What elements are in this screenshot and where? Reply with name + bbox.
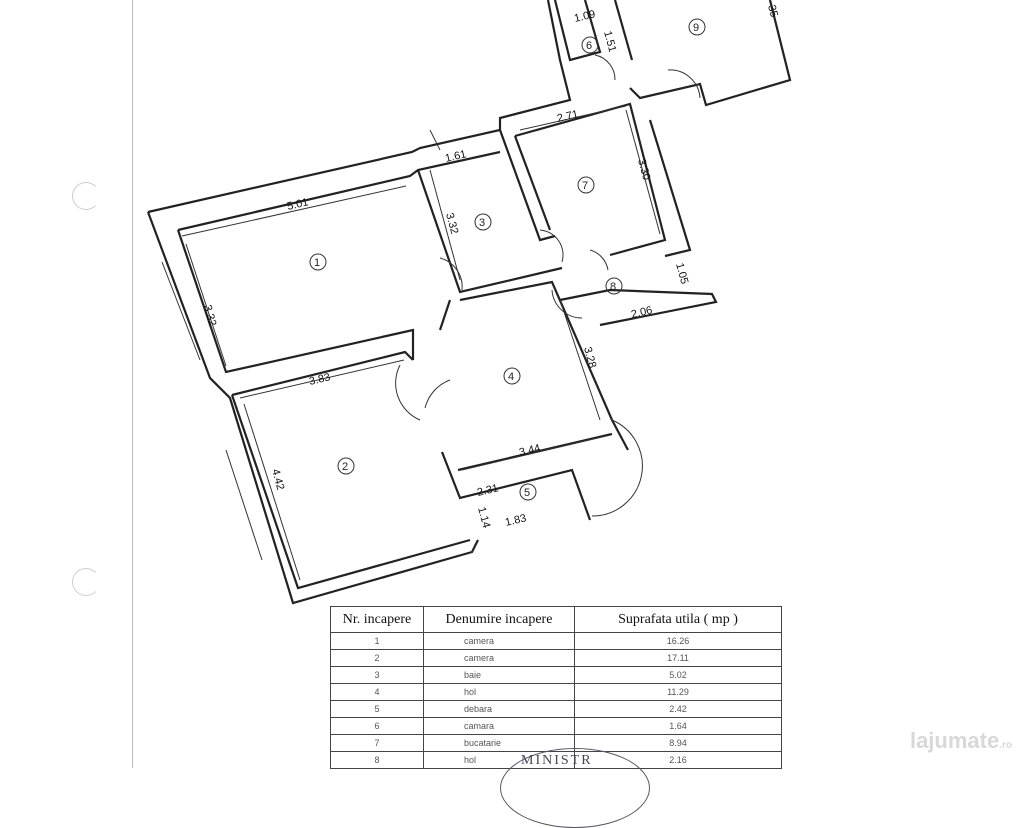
dim-r8-b: 2.06 bbox=[630, 304, 654, 321]
cell-name: camara bbox=[423, 717, 575, 735]
dim-r6-height: 1.51 bbox=[601, 30, 618, 54]
cell-area: 16.26 bbox=[574, 632, 782, 650]
dim-r5-c: 1.83 bbox=[504, 512, 528, 529]
room-area-table: Nr. incapere Denumire incapere Suprafata… bbox=[330, 606, 782, 769]
cell-name: debara bbox=[423, 700, 575, 718]
header-room-number: Nr. incapere bbox=[330, 606, 424, 633]
room-marker-8: 8 bbox=[605, 277, 623, 295]
stamp-text: MINISTR bbox=[521, 753, 593, 768]
page-edge bbox=[132, 0, 133, 768]
dimension-labels: 5.01 3.32 3.32 1.61 2.71 3.30 1.09 1.51 … bbox=[201, 4, 780, 530]
cell-number: 5 bbox=[330, 700, 424, 718]
dim-r3-width: 1.61 bbox=[444, 148, 468, 165]
dim-r8-a: 1.05 bbox=[673, 262, 690, 286]
cell-number: 2 bbox=[330, 649, 424, 667]
walls bbox=[146, 0, 792, 605]
dim-r3-height: 3.32 bbox=[443, 212, 460, 236]
room-number: 6 bbox=[586, 40, 592, 52]
room-number: 4 bbox=[508, 371, 514, 383]
dim-r5-b: 1.14 bbox=[475, 506, 492, 530]
cell-number: 6 bbox=[330, 717, 424, 735]
cell-name: baie bbox=[423, 666, 575, 684]
cell-area: 1.64 bbox=[574, 717, 782, 735]
dim-r2-width: 3.83 bbox=[308, 371, 332, 388]
cell-area: 8.94 bbox=[574, 734, 782, 752]
room-numbers: 1 2 3 4 5 6 7 8 9 bbox=[309, 18, 706, 501]
cell-area: 11.29 bbox=[574, 683, 782, 701]
dim-r5-a: 2.31 bbox=[476, 482, 500, 499]
cell-number: 7 bbox=[330, 734, 424, 752]
room-marker-9: 9 bbox=[688, 18, 706, 36]
dim-r4-height: 3.28 bbox=[581, 346, 598, 370]
header-area: Suprafata utila ( mp ) bbox=[574, 606, 782, 633]
dim-r7-width: 2.71 bbox=[556, 108, 580, 125]
room-number: 3 bbox=[479, 217, 485, 229]
room-marker-3: 3 bbox=[474, 213, 492, 231]
dim-r6-width: 1.09 bbox=[573, 8, 597, 25]
watermark-suffix: .ro bbox=[999, 740, 1012, 751]
watermark: lajumate.ro bbox=[910, 728, 1012, 754]
room-marker-2: 2 bbox=[337, 457, 355, 475]
cell-number: 3 bbox=[330, 666, 424, 684]
table-header: Nr. incapere Denumire incapere Suprafata… bbox=[330, 606, 782, 633]
dim-r2-height: 4.42 bbox=[269, 468, 286, 492]
cell-name: hol bbox=[423, 683, 575, 701]
room-number: 1 bbox=[314, 257, 320, 269]
cell-area: 2.42 bbox=[574, 700, 782, 718]
room-marker-1: 1 bbox=[309, 253, 327, 271]
room-number: 2 bbox=[342, 461, 348, 473]
cell-name: camera bbox=[423, 649, 575, 667]
header-room-name: Denumire incapere bbox=[423, 606, 575, 633]
room-number: 7 bbox=[582, 180, 588, 192]
cell-name: camera bbox=[423, 632, 575, 650]
dim-r1-width: 5.01 bbox=[286, 196, 310, 213]
watermark-name: lajumate bbox=[909, 728, 1000, 753]
room-number: 5 bbox=[524, 487, 530, 499]
dim-r4-width: 3.44 bbox=[518, 442, 542, 459]
cell-number: 8 bbox=[330, 751, 424, 769]
room-number: 8 bbox=[610, 281, 616, 293]
official-stamp: MINISTR bbox=[500, 748, 650, 828]
dimension-lines bbox=[181, 105, 661, 581]
floor-plan: 5.01 3.32 3.32 1.61 2.71 3.30 1.09 1.51 … bbox=[146, 0, 792, 605]
cell-number: 1 bbox=[330, 632, 424, 650]
dim-r7-height: 3.30 bbox=[635, 158, 652, 182]
room-marker-7: 7 bbox=[577, 176, 595, 194]
cell-number: 4 bbox=[330, 683, 424, 701]
door-arcs bbox=[395, 54, 701, 517]
cell-area: 17.11 bbox=[574, 649, 782, 667]
room-marker-5: 5 bbox=[519, 483, 537, 501]
dim-r1-height: 3.32 bbox=[201, 304, 218, 328]
room-number: 9 bbox=[693, 22, 699, 34]
dim-r9: 35 bbox=[765, 4, 780, 19]
binder-hole bbox=[72, 568, 100, 596]
room-marker-4: 4 bbox=[503, 367, 521, 385]
room-marker-6: 6 bbox=[581, 36, 599, 54]
cell-area: 5.02 bbox=[574, 666, 782, 684]
binder-hole bbox=[72, 182, 100, 210]
